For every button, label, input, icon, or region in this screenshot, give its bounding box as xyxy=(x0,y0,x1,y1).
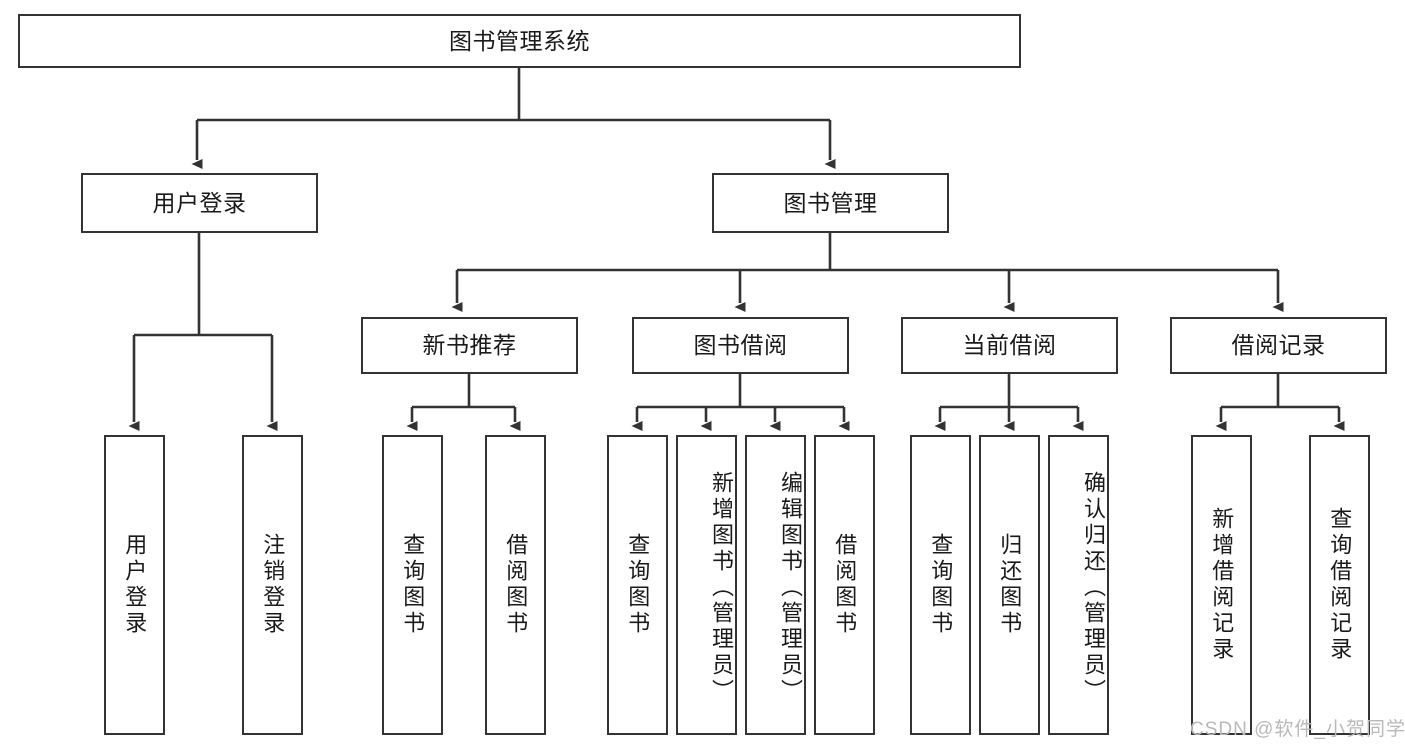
leaf-new-book-borrow[interactable]: 借阅图书 xyxy=(485,435,546,735)
node-root[interactable]: 图书管理系统 xyxy=(18,14,1021,68)
node-user-login-label: 用户登录 xyxy=(152,189,247,216)
leaf-label: 新增借阅记录 xyxy=(1209,507,1235,663)
node-book-management[interactable]: 图书管理 xyxy=(712,173,949,233)
leaf-label: 编辑图书（管理员） xyxy=(778,471,803,705)
leaf-borrow-record-query[interactable]: 查询借阅记录 xyxy=(1309,435,1370,735)
leaf-label: 查询图书 xyxy=(928,533,954,637)
leaf-label: 注销登录 xyxy=(260,533,286,637)
node-new-book-recommend-label: 新书推荐 xyxy=(422,332,517,359)
leaf-book-borrow-edit[interactable]: 编辑图书（管理员） xyxy=(745,435,806,735)
node-borrow-record[interactable]: 借阅记录 xyxy=(1170,317,1387,374)
leaf-label: 确认归还（管理员） xyxy=(1081,471,1106,705)
node-book-management-label: 图书管理 xyxy=(783,189,878,216)
leaf-label: 查询图书 xyxy=(625,533,651,637)
leaf-label: 归还图书 xyxy=(997,533,1023,637)
leaf-new-book-query[interactable]: 查询图书 xyxy=(382,435,443,735)
leaf-current-borrow-return[interactable]: 归还图书 xyxy=(979,435,1040,735)
leaf-book-borrow-borrow[interactable]: 借阅图书 xyxy=(814,435,875,735)
leaf-current-borrow-query[interactable]: 查询图书 xyxy=(910,435,971,735)
leaf-user-login-logout[interactable]: 注销登录 xyxy=(242,435,303,735)
leaf-label: 查询借阅记录 xyxy=(1327,507,1353,663)
leaf-label: 用户登录 xyxy=(122,533,148,637)
leaf-borrow-record-add[interactable]: 新增借阅记录 xyxy=(1191,435,1252,735)
leaf-label: 查询图书 xyxy=(400,533,426,637)
node-borrow-record-label: 借阅记录 xyxy=(1231,332,1326,359)
leaf-book-borrow-add[interactable]: 新增图书（管理员） xyxy=(676,435,737,735)
leaf-user-login-login[interactable]: 用户登录 xyxy=(104,435,165,735)
node-root-label: 图书管理系统 xyxy=(449,27,590,54)
node-book-borrow-label: 图书借阅 xyxy=(693,332,788,359)
watermark: CSDN @软件_小贺同学 xyxy=(1190,719,1405,740)
node-current-borrow-label: 当前借阅 xyxy=(962,332,1057,359)
node-current-borrow[interactable]: 当前借阅 xyxy=(901,317,1118,374)
node-book-borrow[interactable]: 图书借阅 xyxy=(632,317,849,374)
leaf-label: 新增图书（管理员） xyxy=(709,471,734,705)
node-user-login[interactable]: 用户登录 xyxy=(81,173,318,233)
leaf-label: 借阅图书 xyxy=(503,533,529,637)
leaf-book-borrow-query[interactable]: 查询图书 xyxy=(607,435,668,735)
leaf-current-borrow-confirm[interactable]: 确认归还（管理员） xyxy=(1048,435,1109,735)
leaf-label: 借阅图书 xyxy=(832,533,858,637)
node-new-book-recommend[interactable]: 新书推荐 xyxy=(361,317,578,374)
